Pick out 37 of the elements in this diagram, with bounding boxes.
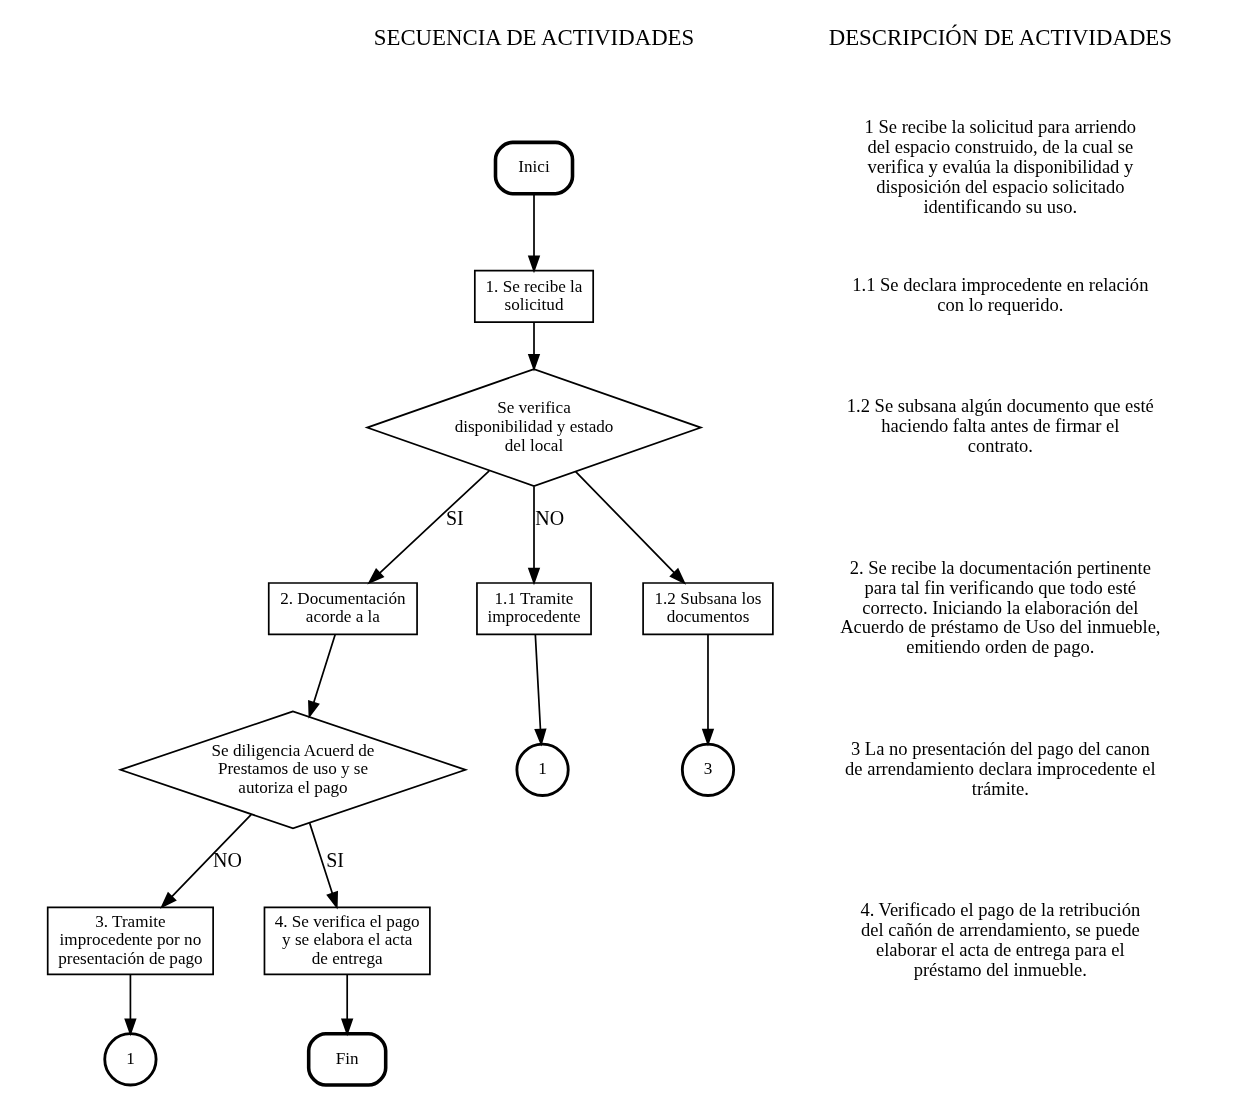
node-circle: 3 [680,742,736,797]
node-box: 1. Se recibe la solicitud [473,269,595,323]
node-box: 4. Se verifica el pago y se elabora el acta de entrega [263,906,431,976]
label: 1.1 Se declara improcedente en relación con lo requerido. [852,274,1149,316]
arrow [308,634,336,719]
node-circle: 1 [515,742,570,797]
node-circle: 1 [103,1032,158,1087]
edge-label: NO [535,506,565,529]
label: 1 Se recibe la solicitud para arriendo del espacio construido, de la cual se verifica y evalúa la disponibilidad y disposición del espacio solicitado identificando su uso. [864,115,1137,217]
node-diamond: Se verifica disponibilidad y estado del local [364,368,704,487]
arrow [124,973,137,1037]
label: DESCRIPCIÓN DE ACTIVIDADES [828,25,1172,51]
arrow [308,822,338,910]
arrow [574,470,687,585]
arrow [160,813,252,909]
node-box: 2. Documentación acorde a la [267,582,418,636]
arrow [341,973,354,1037]
node-box: Fin [306,1031,388,1087]
arrow [701,634,715,747]
label: 3 La no presentación del pago del canon de arrendamiento declara improcedente el trámite. [845,737,1156,799]
arrow [527,321,541,372]
node-box: 3. Tramite improcedente por no presentación de pago [46,906,214,976]
arrow [534,634,547,747]
edge-label: NO [212,849,242,872]
edge-label: SI [445,506,464,529]
node-diamond: Se diligencia Acuerd de Prestamos de uso y se autoriza el pago [117,710,469,830]
label: SECUENCIA DE ACTIVIDADES [373,25,695,51]
arrow [367,469,491,585]
node-box: 1.2 Subsana los documentos [642,582,774,636]
node-box: 1.1 Tramite improcedente [476,582,592,636]
label: 4. Verificado el pago de la retribución del cañón de arrendamiento, se puede elaborar el acta de entrega para el préstamo del inmueble. [860,898,1141,980]
arrow [527,193,541,274]
node-box: Inici [493,140,575,196]
arrow [527,485,541,586]
edge-label: SI [326,849,344,872]
label: 2. Se recibe la documentación pertinente para tal fin verificando que todo esté correcto. Iniciando la elaboración del Acuerdo de préstamo de Uso del inmueble, emitiendo orden de pago. [840,556,1161,658]
label: 1.2 Se subsana algún documento que esté haciendo falta antes de firmar el contrato. [846,395,1154,457]
